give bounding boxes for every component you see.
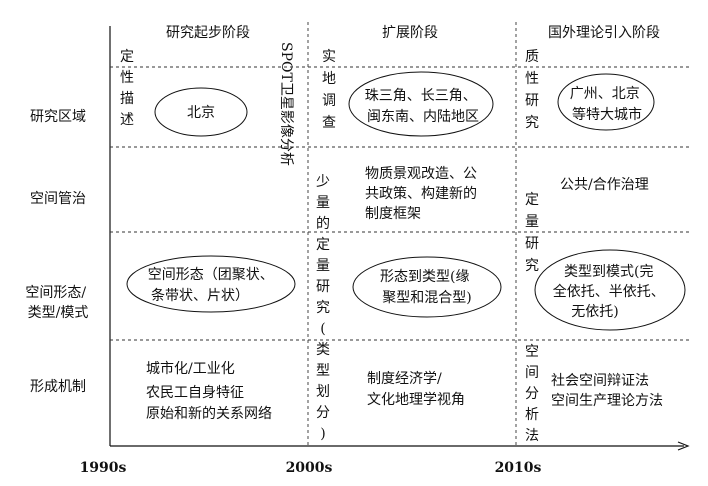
governance-3-text: 公共/合作治理 xyxy=(560,177,649,193)
form-3-text: 类型到模式(完 全依托、半依托、 无依托) xyxy=(553,264,669,320)
stage-header-3: 国外理论引入阶段 xyxy=(548,25,660,41)
method-spatial-analysis: 空间分析法 xyxy=(525,344,539,444)
mechanism-1-text: 城市化/工业化 农民工自身特征 原始和新的关系网络 xyxy=(146,360,272,422)
mechanism-3-line-2: 空间生产理论方法 xyxy=(551,393,663,409)
method-field-survey-char: 实 xyxy=(322,49,336,65)
method-quantitative-classification-char: 的 xyxy=(316,216,330,232)
region-3-line-1: 广州、北京 xyxy=(570,86,640,102)
method-spatial-analysis-char: 间 xyxy=(525,365,539,381)
method-quantitative-classification-char: 量 xyxy=(316,195,330,211)
method-quantitative-classification-char: 定 xyxy=(316,237,330,253)
region-2-text: 珠三角、长三角、 闽东南、内陆地区 xyxy=(365,88,481,125)
method-qualitative-research-char: 质 xyxy=(525,49,539,65)
method-qualitative-research-char: 研 xyxy=(525,93,539,109)
stage-header-2: 扩展阶段 xyxy=(382,25,438,41)
mechanism-2-line-2: 文化地理学视角 xyxy=(367,392,465,408)
method-quantitative-classification-char: ( xyxy=(320,321,325,337)
method-quantitative-classification-char: 究 xyxy=(316,300,330,316)
mechanism-3-line-1: 社会空间辩证法 xyxy=(551,373,649,389)
method-quantitative-classification-char: 型 xyxy=(316,363,330,379)
region-3-ellipse xyxy=(557,73,655,131)
method-qualitative-description-char: 定 xyxy=(120,49,134,65)
method-quantitative-classification-char: 类 xyxy=(316,342,330,358)
governance-2-line-3: 制度框架 xyxy=(365,206,421,222)
method-spatial-analysis-char: 法 xyxy=(525,428,539,444)
method-spatial-analysis-char: 空 xyxy=(525,344,539,360)
method-qualitative-description-char: 性 xyxy=(120,70,134,86)
method-quantitative-classification-char: 量 xyxy=(316,258,330,274)
method-quantitative-research-char: 定 xyxy=(525,192,539,208)
form-1-ellipse xyxy=(126,255,296,313)
region-2-ellipse xyxy=(348,71,494,137)
region-2-line-2: 闽东南、内陆地区 xyxy=(367,109,479,125)
timeline-arrowhead xyxy=(677,441,690,451)
mechanism-2-line-1: 制度经济学/ xyxy=(367,371,442,387)
region-3-line-2: 等特大城市 xyxy=(572,106,642,123)
year-label-2000s: 2000s xyxy=(286,460,333,476)
form-1-line-2: 条带状、片状） xyxy=(151,287,249,304)
form-2-line-1: 形态到类型(缘 xyxy=(380,269,469,285)
form-3-line-3: 无依托) xyxy=(571,304,618,320)
form-3-ellipse xyxy=(534,249,686,331)
method-quantitative-research: 定量研究 xyxy=(525,192,539,274)
mechanism-1-line-1: 城市化/工业化 xyxy=(146,360,235,377)
year-label-2010s: 2010s xyxy=(495,460,542,476)
form-2-ellipse xyxy=(352,256,502,318)
method-field-survey-char: 地 xyxy=(322,71,336,87)
method-quantitative-research-char: 研 xyxy=(525,236,539,252)
governance-2-text: 物质景观改造、公 共政策、构建新的 制度框架 xyxy=(365,166,481,222)
row-label-form-line-2: 类型/模式 xyxy=(28,305,89,321)
region-2-line-1: 珠三角、长三角、 xyxy=(365,88,477,104)
row-label-form: 空间形态/ 类型/模式 xyxy=(25,285,90,321)
form-3-line-2: 全依托、半依托、 xyxy=(553,283,665,300)
method-qualitative-description-char: 描 xyxy=(120,91,134,107)
mechanism-2-text: 制度经济学/ 文化地理学视角 xyxy=(367,371,465,408)
method-qualitative-research: 质性研究 xyxy=(525,49,539,131)
method-field-survey: 实地调查 xyxy=(322,49,336,131)
form-3-line-1: 类型到模式(完 xyxy=(564,264,653,280)
row-label-mechanism: 形成机制 xyxy=(30,379,86,395)
mechanism-1-line-3: 原始和新的关系网络 xyxy=(146,406,272,422)
method-quantitative-classification-char: 少 xyxy=(316,174,330,190)
mechanism-3-text: 社会空间辩证法 空间生产理论方法 xyxy=(551,373,663,409)
form-2-line-2: 聚型和混合型) xyxy=(382,290,471,306)
mechanism-1-line-2: 农民工自身特征 xyxy=(146,385,244,401)
method-quantitative-classification-char: 分 xyxy=(316,405,330,421)
form-1-text: 空间形态（团聚状、 条带状、片状） xyxy=(148,267,278,304)
row-label-region: 研究区域 xyxy=(30,109,86,125)
method-qualitative-description: 定性描述 xyxy=(120,49,134,128)
region-1-text: 北京 xyxy=(187,105,215,121)
method-quantitative-classification-char: ) xyxy=(320,426,325,442)
method-spatial-analysis-char: 析 xyxy=(525,407,539,423)
method-quantitative-research-char: 量 xyxy=(525,214,539,230)
method-spot-analysis: SPOT卫星影像分析 xyxy=(278,42,294,166)
method-spatial-analysis-char: 分 xyxy=(525,386,539,402)
method-field-survey-char: 查 xyxy=(322,115,336,131)
row-label-form-line-1: 空间形态/ xyxy=(25,285,86,301)
method-quantitative-research-char: 究 xyxy=(525,258,539,274)
method-quantitative-classification-char: 划 xyxy=(316,384,330,400)
governance-2-line-1: 物质景观改造、公 xyxy=(365,166,477,182)
method-qualitative-research-char: 究 xyxy=(525,115,539,131)
method-qualitative-research-char: 性 xyxy=(525,71,539,87)
method-field-survey-char: 调 xyxy=(322,93,336,109)
method-quantitative-classification-char: 研 xyxy=(316,279,330,295)
region-1-ellipse xyxy=(154,87,248,137)
form-1-line-1: 空间形态（团聚状、 xyxy=(148,267,274,283)
region-3-text: 广州、北京 等特大城市 xyxy=(570,86,644,123)
year-label-1990s: 1990s xyxy=(80,460,127,476)
row-label-governance: 空间管治 xyxy=(30,191,86,207)
method-quantitative-classification: 少量的定量研究(类型划分) xyxy=(316,174,330,442)
governance-2-line-2: 共政策、构建新的 xyxy=(365,185,477,202)
method-qualitative-description-char: 述 xyxy=(120,112,134,128)
form-2-text: 形态到类型(缘 聚型和混合型) xyxy=(380,269,474,306)
stage-header-1: 研究起步阶段 xyxy=(166,25,250,41)
